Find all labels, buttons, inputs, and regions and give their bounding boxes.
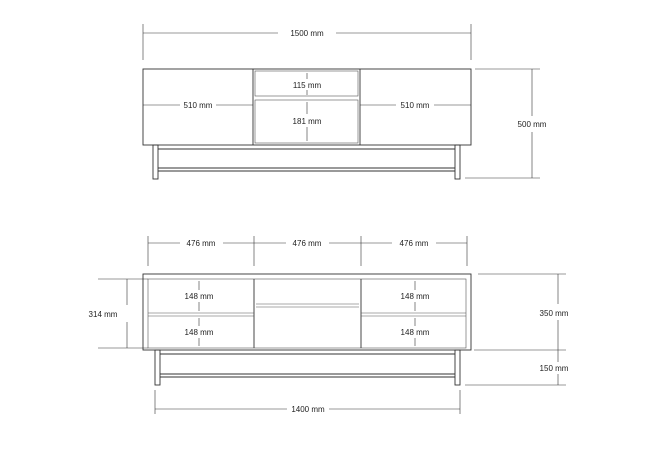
middle-section-width-label: 476 mm [293, 239, 322, 248]
front-cabinet-body [142, 68, 472, 146]
open-view: 476 mm 476 mm 476 mm 148 mm 148 mm [89, 236, 569, 414]
section-width-dimensions: 476 mm 476 mm 476 mm [147, 236, 468, 266]
right-door-dimension: 510 mm [360, 101, 471, 110]
open-leg-frame [154, 349, 461, 386]
open-cabinet-inner [147, 278, 467, 349]
inner-height-label: 314 mm [89, 310, 118, 319]
body-height-dimension: 350 mm [474, 273, 569, 351]
right-section-width-label: 476 mm [400, 239, 429, 248]
open-cabinet-body [142, 273, 472, 351]
top-drawer [254, 70, 359, 97]
bottom-drawer [254, 99, 359, 144]
right-lower-shelf-label: 148 mm [401, 328, 430, 337]
left-lower-shelf-label: 148 mm [185, 328, 214, 337]
overall-width-label: 1500 mm [290, 29, 324, 38]
leg-height-label: 150 mm [540, 364, 569, 373]
right-upper-shelf-label: 148 mm [401, 292, 430, 301]
front-leg-frame [152, 144, 461, 180]
top-drawer-height-label: 115 mm [293, 81, 322, 90]
left-door-dimension: 510 mm [143, 101, 253, 110]
right-door-width-label: 510 mm [401, 101, 430, 110]
drawer-height-dimensions: 115 mm 181 mm [293, 73, 322, 141]
inner-height-dimension: 314 mm [89, 278, 148, 349]
left-door-width-label: 510 mm [184, 101, 213, 110]
leg-span-label: 1400 mm [291, 405, 325, 414]
leg-span-dimension: 1400 mm [154, 390, 461, 414]
front-view: 1500 mm 510 mm 510 mm 115 mm 181 mm [142, 24, 547, 180]
leg-height-dimension: 150 mm [465, 350, 569, 386]
overall-width-dimension: 1500 mm [142, 24, 472, 60]
overall-height-dimension: 500 mm [465, 68, 547, 179]
left-shelf-dimensions: 148 mm 148 mm [185, 281, 214, 346]
left-section-width-label: 476 mm [187, 239, 216, 248]
bottom-drawer-height-label: 181 mm [293, 117, 322, 126]
right-shelf-dimensions: 148 mm 148 mm [401, 281, 430, 346]
overall-height-label: 500 mm [518, 120, 547, 129]
left-upper-shelf-label: 148 mm [185, 292, 214, 301]
body-height-label: 350 mm [540, 309, 569, 318]
